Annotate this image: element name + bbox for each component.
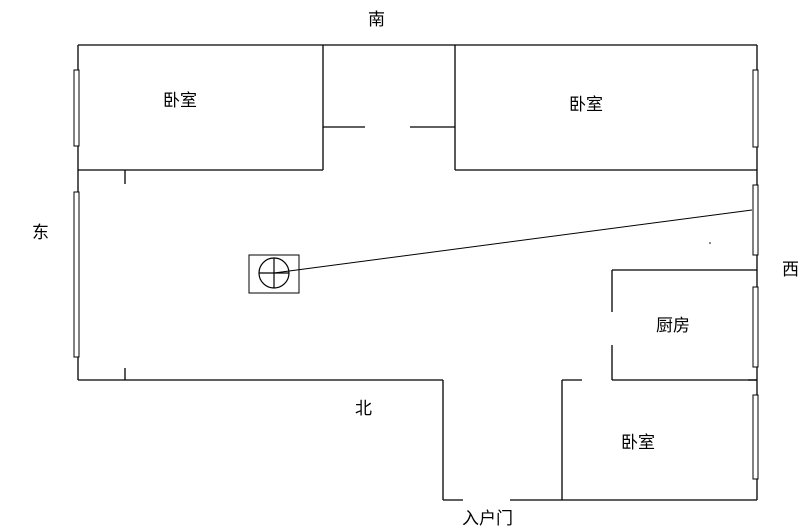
direction-west-label: 西: [782, 260, 799, 280]
walls: [77, 44, 758, 501]
direction-east-label: 东: [32, 223, 49, 243]
center-marker-icon: [248, 254, 300, 294]
window-west-4: [752, 394, 759, 480]
direction-north-label: 北: [355, 399, 372, 419]
window-west-3: [752, 286, 759, 368]
room-bedroom-top-left: 卧室: [163, 91, 197, 111]
dot-mark: [709, 242, 711, 244]
window-east-lower: [73, 191, 80, 358]
window-west-1: [752, 69, 759, 148]
room-bedroom-top-right: 卧室: [569, 95, 603, 115]
room-kitchen: 厨房: [656, 316, 690, 336]
entrance-label: 入户门: [462, 509, 513, 529]
direction-south-label: 南: [368, 10, 385, 30]
windows: [73, 69, 759, 480]
room-bedroom-bottom-right: 卧室: [621, 433, 655, 453]
direction-line: [273, 209, 753, 274]
window-west-2: [752, 184, 759, 256]
window-east-upper: [73, 69, 80, 147]
